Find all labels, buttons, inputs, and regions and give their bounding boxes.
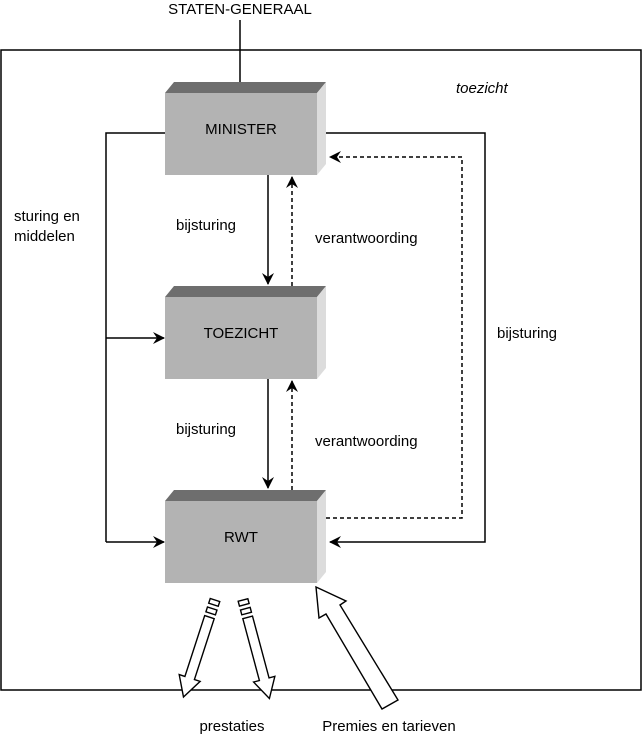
dashed-loop-line bbox=[326, 151, 463, 519]
toezicht-label: TOEZICHT bbox=[204, 325, 279, 342]
minister-box: MINISTER bbox=[165, 82, 326, 175]
right-loop-line bbox=[326, 132, 486, 548]
minister-label: MINISTER bbox=[205, 121, 277, 138]
staten-generaal-label: STATEN-GENERAAL bbox=[168, 1, 312, 18]
premies-arrow bbox=[315, 585, 399, 710]
toezicht-box: TOEZICHT bbox=[165, 286, 326, 379]
toezicht-frame bbox=[0, 49, 642, 691]
prestaties-label: prestaties bbox=[199, 718, 264, 735]
verantwoording-label-1: verantwoording bbox=[315, 230, 418, 247]
verantwoording-label-2: verantwoording bbox=[315, 433, 418, 450]
rwt-label: RWT bbox=[224, 529, 258, 546]
rwt-box: RWT bbox=[165, 490, 326, 583]
left-loop-line bbox=[105, 132, 165, 542]
frame-label: toezicht bbox=[456, 80, 509, 97]
premies-label: Premies en tarieven bbox=[322, 718, 455, 735]
bijsturing-label-2: bijsturing bbox=[176, 421, 236, 438]
sturing-label-line1: sturing en bbox=[14, 208, 80, 225]
sturing-label-line2: middelen bbox=[14, 228, 75, 245]
bijsturing-right-label: bijsturing bbox=[497, 325, 557, 342]
bijsturing-label-1: bijsturing bbox=[176, 217, 236, 234]
prestaties-arrow-left bbox=[178, 597, 221, 699]
prestaties-arrow-right bbox=[237, 597, 276, 700]
